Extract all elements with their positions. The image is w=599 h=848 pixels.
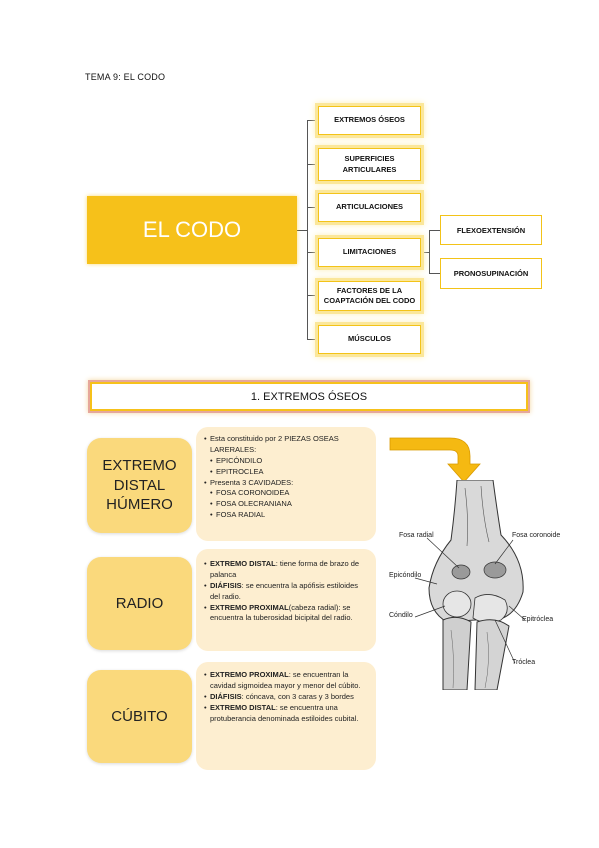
concept-node-factores-coaptacion: FACTORES DE LA COAPTACIÓN DEL CODO — [318, 281, 421, 311]
figure-label-epitroclea: Epitróclea — [522, 616, 554, 623]
concept-node-articulaciones: ARTICULACIONES — [318, 193, 421, 222]
document-title: TEMA 9: EL CODO — [85, 72, 166, 82]
list-item: Esta constituido por 2 PIEZAS OSEAS LARE… — [204, 434, 368, 456]
list-item: DIÁFISIS: cóncava, con 3 caras y 3 borde… — [204, 692, 368, 703]
list-item: EXTREMO PROXIMAL(cabeza radial): se encu… — [204, 603, 368, 625]
figure-label-fosa-coronoide: Fosa coronoide — [512, 532, 561, 539]
concept-subnode-pronosupinacion: PRONOSUPINACIÓN — [440, 258, 542, 289]
bone-desc-radio: EXTREMO DISTAL: tiene forma de brazo de … — [196, 549, 376, 651]
list-item: EXTREMO DISTAL: se encuentra una protube… — [204, 703, 368, 725]
list-item: EXTREMO DISTAL: tiene forma de brazo de … — [204, 559, 368, 581]
figure-label-troclea: Tróclea — [512, 659, 536, 666]
list-item: FOSA CORONOIDEA — [204, 488, 368, 499]
curved-arrow-icon — [389, 437, 481, 483]
figure-label-fosa-radial: Fosa radial — [399, 532, 434, 539]
concept-node-superficies-articulares: SUPERFICIES ARTICULARES — [318, 148, 421, 181]
concept-node-musculos: MÚSCULOS — [318, 325, 421, 354]
list-item: Presenta 3 CAVIDADES: — [204, 478, 368, 489]
concept-subnode-flexoextension: FLEXOEXTENSIÓN — [440, 215, 542, 245]
section-banner: 1. EXTREMOS ÓSEOS — [90, 382, 528, 411]
figure-label-condilo: Cóndilo — [389, 612, 413, 619]
bone-desc-cubito: EXTREMO PROXIMAL: se encuentran la cavid… — [196, 662, 376, 770]
list-item: FOSA OLECRANIANA — [204, 499, 368, 510]
concept-node-extremos-oseos: EXTREMOS ÓSEOS — [318, 106, 421, 135]
elbow-bone-illustration — [414, 480, 526, 690]
bone-label-radio: RADIO — [87, 557, 192, 650]
list-item: EXTREMO PROXIMAL: se encuentran la cavid… — [204, 670, 368, 692]
list-item: EPITROCLEA — [204, 467, 368, 478]
bone-desc-humero: Esta constituido por 2 PIEZAS OSEAS LARE… — [196, 427, 376, 541]
concept-main-box: EL CODO — [87, 196, 297, 264]
list-item: DIÁFISIS: se encuentra la apófisis estil… — [204, 581, 368, 603]
figure-label-epicondilo: Epicóndilo — [389, 572, 422, 579]
bone-label-humero: EXTREMO DISTAL HÚMERO — [87, 438, 192, 533]
concept-node-limitaciones: LIMITACIONES — [318, 238, 421, 267]
list-item: FOSA RADIAL — [204, 510, 368, 521]
list-item: EPICÓNDILO — [204, 456, 368, 467]
bone-label-cubito: CÚBITO — [87, 670, 192, 763]
